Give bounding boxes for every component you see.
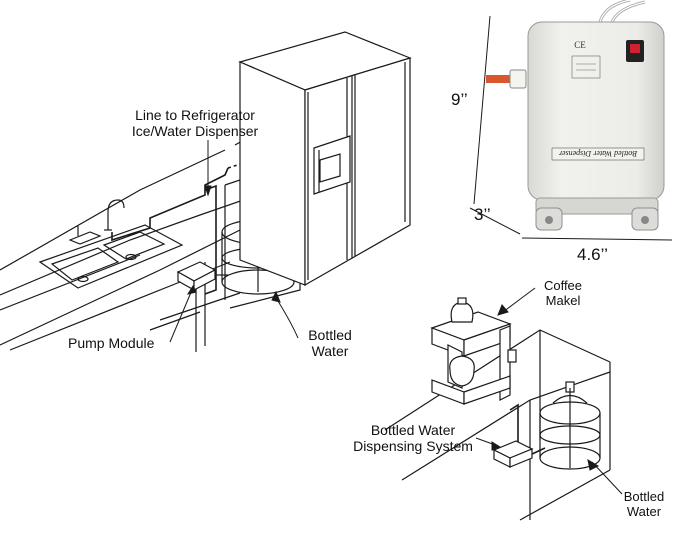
label-line-to-refrigerator: Line to Refrigerator Ice/Water Dispenser [100,107,290,139]
label-pump-module: Pump Module [68,335,154,351]
label-line-1: Line to Refrigerator [135,107,255,123]
pump-module-right [492,440,534,468]
dimension-height: 9’’ [451,90,468,109]
product-label [571,55,601,79]
brand-text: Bottled Water Dispenser [558,149,637,158]
faucet [68,199,125,245]
label-coffee-2: Makel [545,293,581,308]
label-bottled-left-1: Bottled [308,327,352,343]
right-callouts [475,287,623,495]
coffee-maker [430,297,517,405]
label-coffee-maker: Coffee Makel [530,278,596,308]
label-pump-module-text: Pump Module [68,335,155,351]
label-bottled-left-2: Water [311,343,349,359]
label-coffee-1: Coffee [543,278,583,293]
left-callouts [169,140,299,343]
label-line-2: Ice/Water Dispenser [131,123,259,139]
dimension-width: 4.6’’ [577,245,608,264]
dimension-lines [469,15,673,241]
label-bottled-right-1: Bottled [623,489,665,504]
coffee-scene [384,297,611,521]
label-dispensing-1: Bottled Water [370,422,456,438]
water-bottle-right [539,381,601,470]
label-bottled-right-2: Water [626,504,662,519]
dimension-depth: 3’’ [474,205,491,224]
label-dispensing-2: Dispensing System [353,438,473,454]
kitchen-sink [38,224,184,289]
cert-mark: CE [574,40,586,50]
label-bottled-water-right: Bottled Water [616,489,672,519]
dispenser-unit [486,0,665,231]
label-dispensing-system: Bottled Water Dispensing System [348,422,478,454]
pump-module-left [176,261,228,292]
refrigerator [238,31,412,287]
label-bottled-water-left: Bottled Water [294,327,366,359]
